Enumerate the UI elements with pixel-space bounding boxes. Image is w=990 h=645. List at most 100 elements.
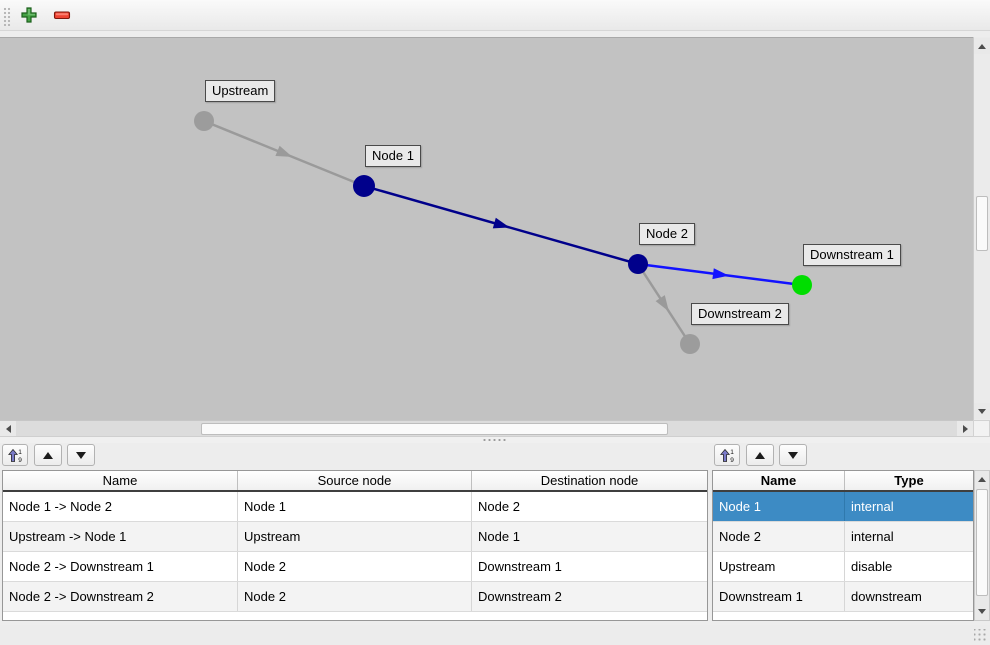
table-cell[interactable]: Node 1 -> Node 2 xyxy=(3,492,238,521)
edge_table-column-header-source-node[interactable]: Source node xyxy=(238,471,472,490)
horizontal-scroll-thumb[interactable] xyxy=(201,423,668,435)
minus-icon xyxy=(53,11,71,20)
add-button[interactable] xyxy=(18,6,40,26)
down-arrow-icon xyxy=(788,451,798,459)
graph-node-label-node-2[interactable]: Node 2 xyxy=(639,223,695,245)
graph-node-label-downstream-1[interactable]: Downstream 1 xyxy=(803,244,901,266)
table-cell[interactable]: Node 2 xyxy=(238,552,472,581)
vertical-scroll-thumb[interactable] xyxy=(976,196,988,251)
node-table-header: Name Type xyxy=(713,471,973,492)
svg-text:9: 9 xyxy=(18,457,22,463)
table-cell[interactable]: Node 1 xyxy=(713,492,845,521)
svg-text:1: 1 xyxy=(18,449,22,456)
table-cell[interactable]: Upstream xyxy=(238,522,472,551)
edge-arrowhead-icon xyxy=(275,145,293,157)
table-cell[interactable]: Upstream xyxy=(713,552,845,581)
up-arrow-icon xyxy=(978,43,986,49)
table-cell[interactable]: Downstream 1 xyxy=(478,559,562,574)
edge-arrowhead-icon xyxy=(655,295,669,312)
table-row-upstream[interactable]: Upstream disable xyxy=(713,552,973,582)
edge-sort-button[interactable]: 1 9 xyxy=(2,444,28,466)
scroll-left-button[interactable] xyxy=(0,421,16,436)
table-row-downstream-1[interactable]: Downstream 1 downstream xyxy=(713,582,973,612)
splitter-grip-icon xyxy=(482,438,508,442)
graph-node-upstream[interactable] xyxy=(194,111,214,131)
svg-text:1: 1 xyxy=(730,449,734,456)
scroll-right-button[interactable] xyxy=(957,421,973,436)
edge-move-down-button[interactable] xyxy=(67,444,95,466)
scrollbar-corner xyxy=(973,420,990,437)
down-arrow-icon xyxy=(76,451,86,459)
canvas-vertical-scrollbar[interactable] xyxy=(973,37,990,420)
left-arrow-icon xyxy=(5,424,11,433)
node-move-down-button[interactable] xyxy=(779,444,807,466)
table-cell[interactable]: Node 2 xyxy=(478,499,520,514)
resize-grip-icon[interactable] xyxy=(974,629,987,642)
edge-arrowhead-icon xyxy=(712,268,729,280)
scroll-up-button[interactable] xyxy=(974,38,990,54)
down-arrow-icon xyxy=(978,408,986,414)
table-cell[interactable]: downstream xyxy=(851,589,922,604)
graph-node-label-upstream[interactable]: Upstream xyxy=(205,80,276,102)
graph-node-downstream-1[interactable] xyxy=(792,275,812,295)
edge_table-column-header-name[interactable]: Name xyxy=(3,471,238,490)
status-bar xyxy=(0,625,990,645)
table-cell[interactable]: internal xyxy=(851,499,894,514)
edge-arrowhead-icon xyxy=(492,217,510,229)
edge-move-up-button[interactable] xyxy=(34,444,62,466)
node_table-column-header-type[interactable]: Type xyxy=(894,473,924,488)
node-move-up-button[interactable] xyxy=(746,444,774,466)
table-cell[interactable]: Upstream -> Node 1 xyxy=(3,522,238,551)
table-cell[interactable]: Node 2 -> Downstream 2 xyxy=(3,582,238,611)
table-cell[interactable]: Node 1 xyxy=(238,492,472,521)
graph-node-downstream-2[interactable] xyxy=(680,334,700,354)
edge_table-column-header-destination-node[interactable]: Destination node xyxy=(540,473,639,488)
right-arrow-icon xyxy=(962,424,968,433)
node-table-scrollbar[interactable] xyxy=(974,470,990,621)
table-cell[interactable]: internal xyxy=(851,529,894,544)
table-cell[interactable]: Node 2 -> Downstream 1 xyxy=(3,552,238,581)
canvas-horizontal-scrollbar[interactable] xyxy=(0,420,973,437)
node-sort-button[interactable]: 1 9 xyxy=(714,444,740,466)
scroll-down-button[interactable] xyxy=(975,604,989,619)
sort-ascending-icon: 1 9 xyxy=(719,448,734,463)
sort-ascending-icon: 1 9 xyxy=(7,448,22,463)
graph-node-node-1[interactable] xyxy=(353,175,375,197)
horizontal-splitter[interactable] xyxy=(0,437,990,443)
node_table-column-header-name[interactable]: Name xyxy=(713,471,845,490)
graph-drawing xyxy=(194,111,812,354)
table-cell[interactable]: Node 2 xyxy=(238,582,472,611)
up-arrow-icon xyxy=(978,477,986,482)
table-cell[interactable]: Node 1 xyxy=(478,529,520,544)
table-cell[interactable]: Downstream 1 xyxy=(713,582,845,611)
toolbar-grip-handle[interactable] xyxy=(3,7,11,26)
up-arrow-icon xyxy=(43,451,53,459)
table-cell[interactable]: Node 2 xyxy=(713,522,845,551)
scroll-up-button[interactable] xyxy=(975,472,989,487)
graph-node-node-2[interactable] xyxy=(628,254,648,274)
graph-node-label-downstream-2[interactable]: Downstream 2 xyxy=(691,303,789,325)
graph-node-label-node-1[interactable]: Node 1 xyxy=(365,145,421,167)
plus-icon xyxy=(21,7,37,23)
scroll-down-button[interactable] xyxy=(974,403,990,419)
table-cell[interactable]: disable xyxy=(851,559,893,574)
main-toolbar xyxy=(0,0,990,31)
svg-text:9: 9 xyxy=(730,457,734,463)
table-cell[interactable]: Downstream 2 xyxy=(478,589,562,604)
remove-button[interactable] xyxy=(51,6,73,26)
table-scroll-thumb[interactable] xyxy=(976,489,988,596)
table-row-node-1[interactable]: Node 1 internal xyxy=(713,492,973,522)
table-row-node-2[interactable]: Node 2 internal xyxy=(713,522,973,552)
down-arrow-icon xyxy=(978,609,986,614)
up-arrow-icon xyxy=(755,451,765,459)
